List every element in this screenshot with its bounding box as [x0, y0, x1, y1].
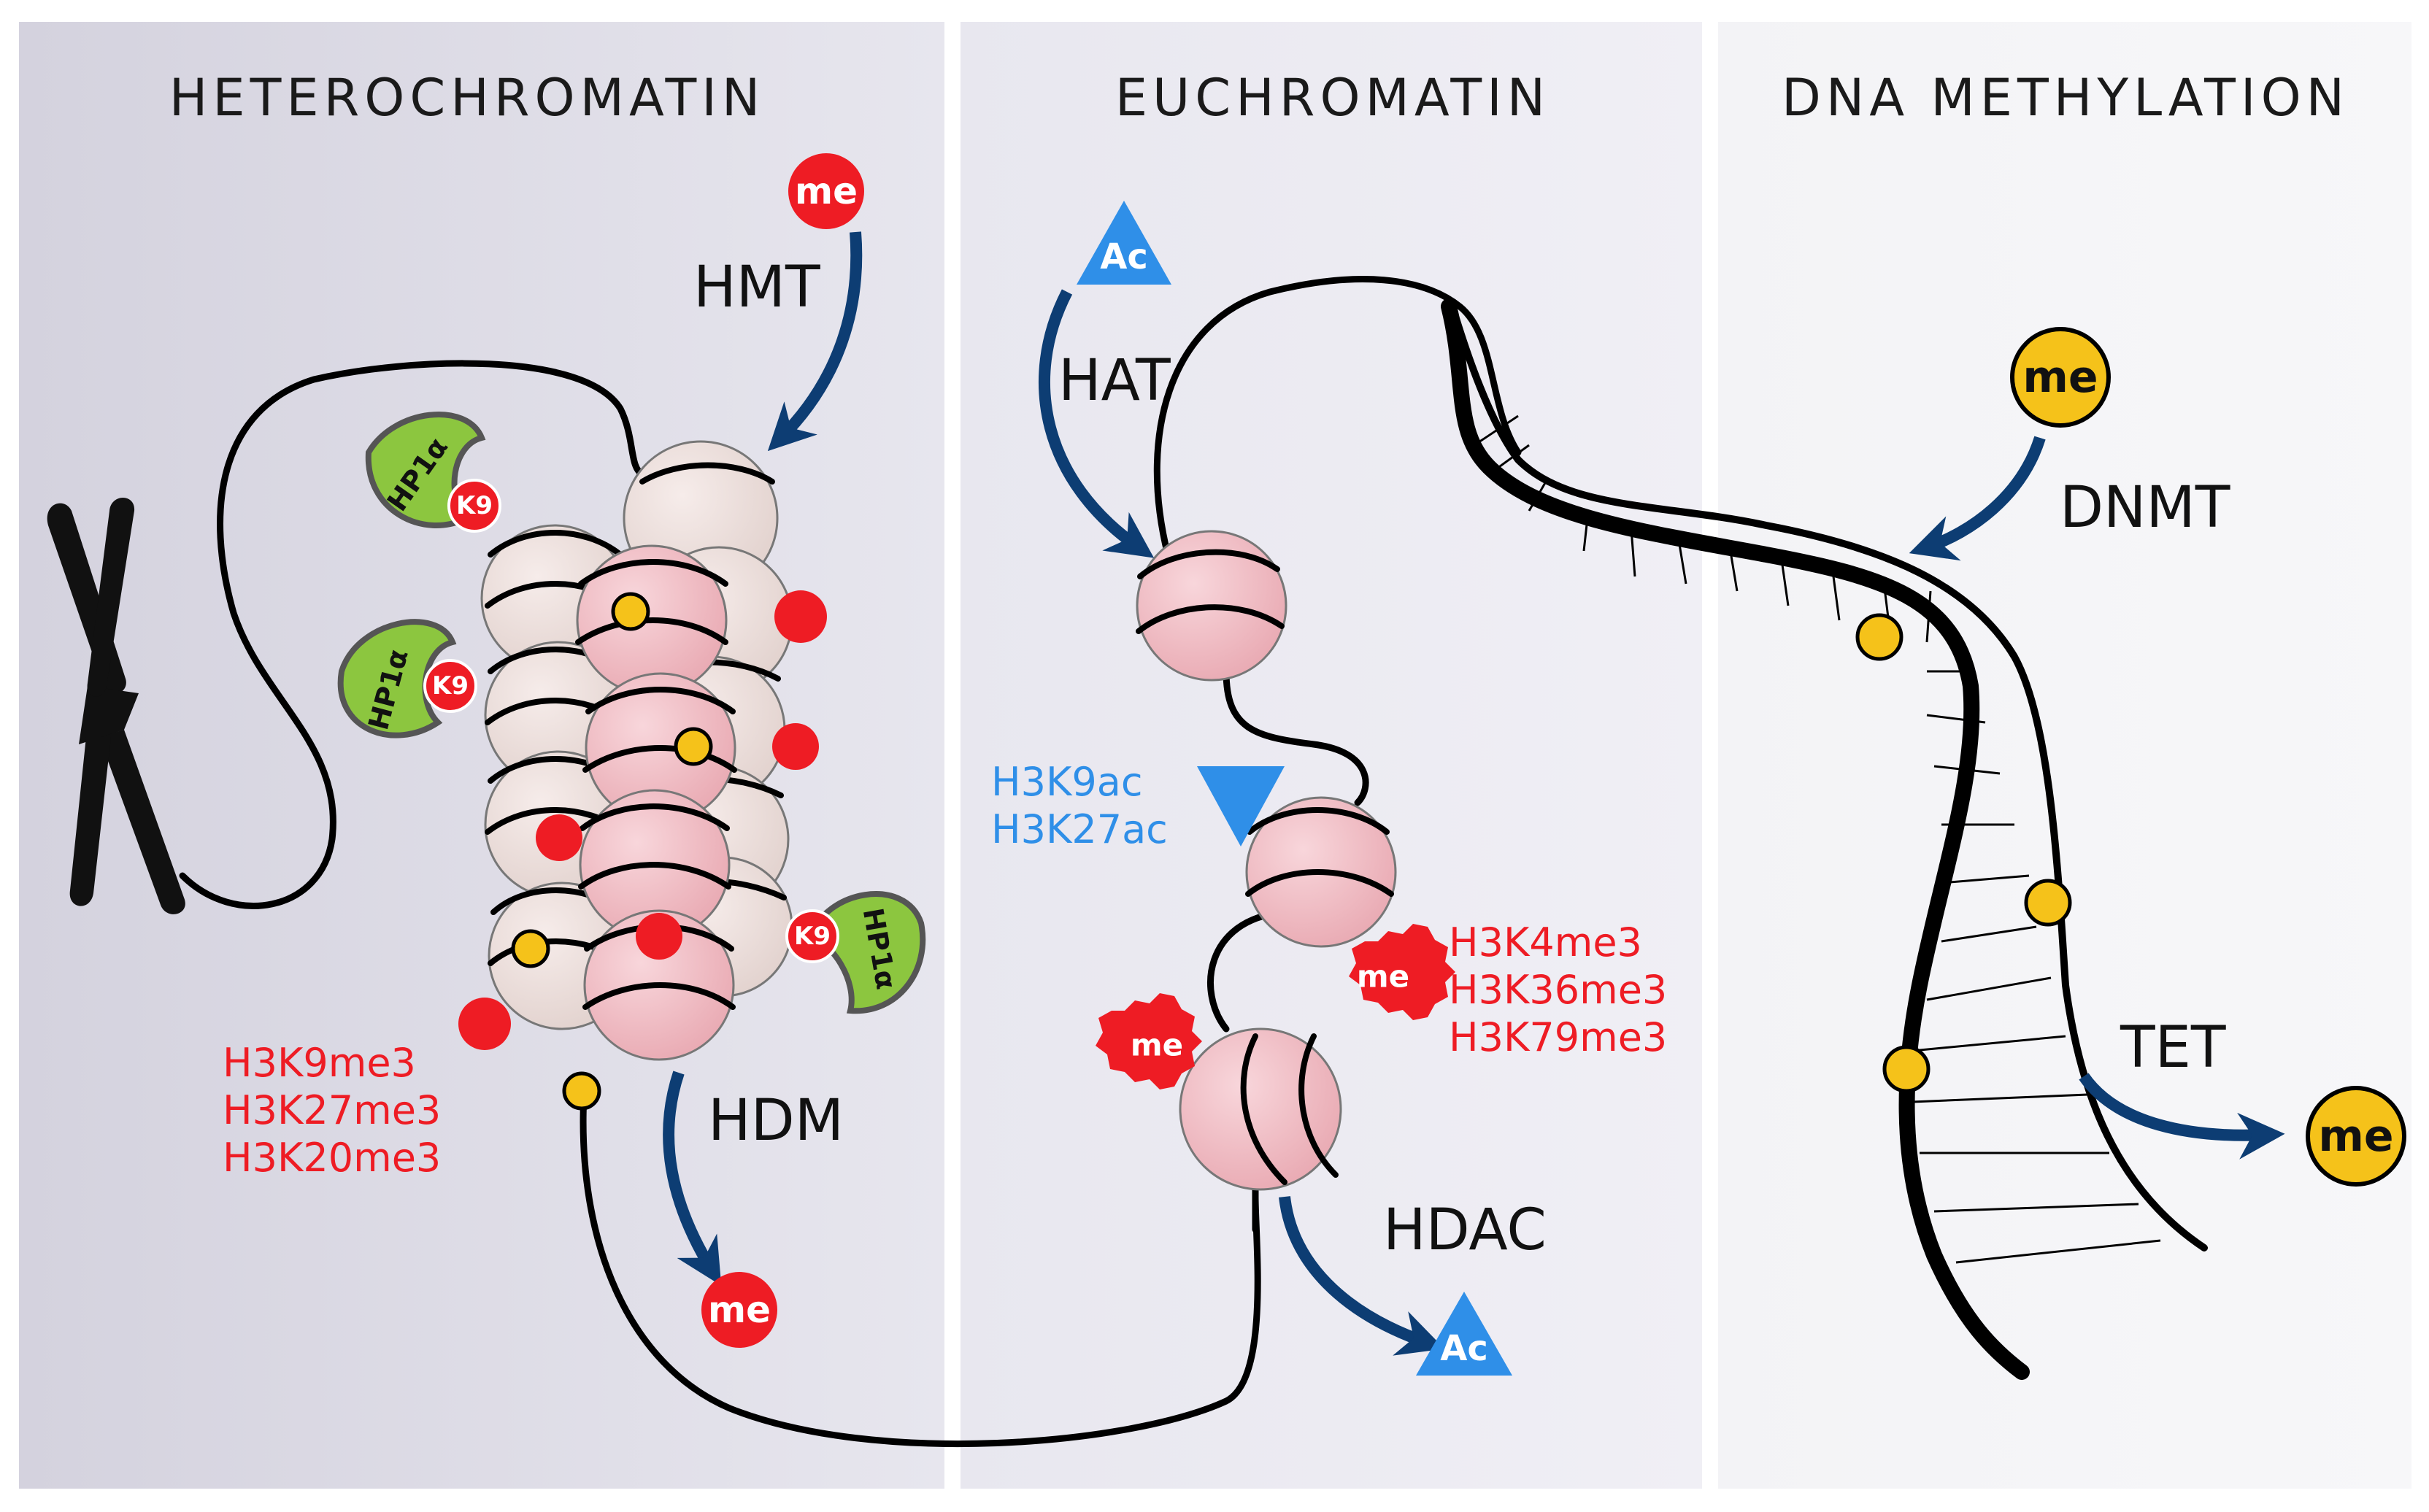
hdm-arrow: [663, 1071, 722, 1286]
svg-text:me: me: [795, 170, 858, 212]
eu-methyl-mark-2: H3K36me3: [1449, 967, 1667, 1013]
tet-methyl-token: me: [2306, 1086, 2406, 1187]
hmt-methyl-token: me: [788, 153, 864, 229]
hat-arrow: [1038, 289, 1155, 558]
hdac-label: HDAC: [1383, 1197, 1547, 1263]
hmt-arrow: [767, 231, 863, 452]
euchromatin-methyl-token-2: me: [1096, 993, 1202, 1089]
dnmt-arrow: [1909, 436, 2046, 561]
euchromatin-title: EUCHROMATIN: [1115, 68, 1550, 128]
dnmt-methyl-token: me: [2010, 327, 2111, 428]
hat-acetyl-token: Ac: [1077, 201, 1171, 285]
hp1a-protein-2: HP1α K9: [337, 619, 477, 738]
svg-text:Ac: Ac: [1440, 1328, 1488, 1369]
svg-text:me: me: [1131, 1027, 1183, 1063]
eu-acetyl-mark-1: H3K9ac: [991, 759, 1143, 805]
heterochromatin-title: HETEROCHROMATIN: [169, 68, 765, 128]
dna-double-helix: [1441, 298, 2208, 1380]
svg-text:K9: K9: [794, 922, 831, 951]
chromosome-icon: [47, 498, 185, 914]
hmt-label: HMT: [693, 255, 820, 320]
hat-label: HAT: [1058, 348, 1171, 414]
dna-methyl-marks-het: [511, 592, 713, 1111]
svg-text:me: me: [2022, 352, 2098, 403]
eu-methyl-mark-1: H3K4me3: [1449, 919, 1642, 965]
dna-methyl-marks: [1855, 613, 2072, 1093]
euchromatin-methyl-token-1: me: [1349, 924, 1455, 1020]
tet-label: TET: [2120, 1015, 2226, 1081]
eu-methyl-mark-3: H3K79me3: [1449, 1014, 1667, 1060]
hdac-arrow: [1279, 1196, 1445, 1356]
heterochromatin-dna-fiber: [179, 360, 646, 909]
svg-text:K9: K9: [456, 491, 493, 520]
svg-text:Ac: Ac: [1100, 236, 1148, 277]
het-mark-3: H3K20me3: [223, 1135, 441, 1181]
hdac-acetyl-token: Ac: [1416, 1292, 1512, 1376]
histone-methyl-marks: [458, 590, 827, 1050]
dna-methylation-title: DNA METHYLATION: [1782, 68, 2349, 128]
het-mark-2: H3K27me3: [223, 1087, 441, 1133]
svg-text:me: me: [708, 1289, 771, 1331]
tet-arrow: [2079, 1073, 2285, 1160]
acetyl-mark-triangle: [1197, 766, 1285, 846]
heterochromatin-dna-lower: [580, 1091, 1261, 1448]
hdm-methyl-token: me: [701, 1272, 777, 1348]
euchromatin-panel: [961, 22, 1702, 1489]
svg-text:K9: K9: [432, 671, 469, 701]
dna-methylation-panel: [1718, 22, 2411, 1489]
dnmt-label: DNMT: [2060, 475, 2230, 541]
hp1a-protein-3: HP1α K9: [785, 891, 926, 1014]
het-mark-1: H3K9me3: [223, 1040, 416, 1086]
hdm-label: HDM: [708, 1088, 844, 1154]
euchromatin-dna-fiber: [1153, 276, 1522, 558]
eu-acetyl-mark-2: H3K27ac: [991, 806, 1168, 852]
euchromatin-nucleosomes: [1136, 530, 1397, 1191]
hp1a-protein-1: HP1α K9: [365, 412, 501, 533]
svg-text:me: me: [2318, 1111, 2393, 1162]
svg-text:me: me: [1357, 959, 1409, 995]
